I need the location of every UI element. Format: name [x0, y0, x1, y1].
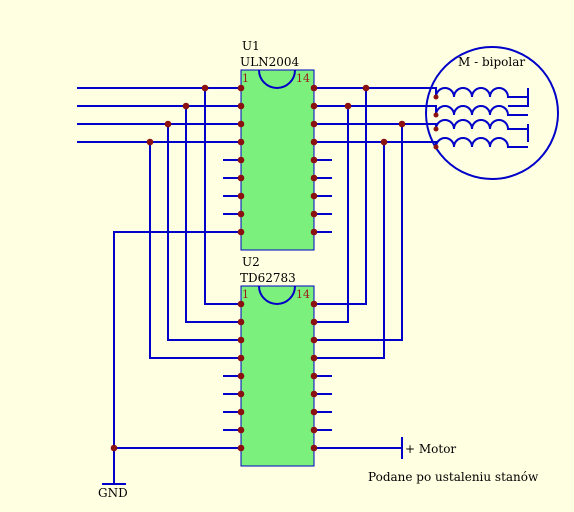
- coil-2: [435, 105, 528, 116]
- coil-1: [435, 87, 528, 98]
- gnd-label: GND: [98, 486, 128, 500]
- u1-pin-1-label: 1: [242, 72, 249, 85]
- coil-3: [435, 119, 528, 130]
- motor-bipolar: [425, 46, 559, 180]
- wire-in3-u2: [167, 123, 242, 341]
- coil-4: [435, 137, 528, 148]
- wire-u2-out3: [313, 123, 403, 341]
- wire-u2-out4: [313, 141, 385, 359]
- chip-u2-notch: [258, 285, 296, 305]
- wire-in2-u2: [185, 105, 242, 323]
- chip-u1-body: [240, 69, 315, 251]
- u1-part-label: ULN2004: [240, 55, 299, 69]
- coil-a-return: [508, 97, 529, 107]
- wire-in4-u2: [149, 141, 242, 359]
- wire-u2-out1: [313, 87, 367, 305]
- chip-u1-notch: [258, 69, 296, 89]
- note-text: Podane po ustaleniu stanów: [368, 470, 539, 484]
- wires: [77, 87, 437, 485]
- motor-circle: [425, 46, 559, 180]
- u2-part-label: TD62783: [240, 271, 296, 285]
- u1-pin-14-label: 14: [296, 72, 310, 85]
- chip-u2-body: [240, 285, 315, 467]
- u2-pin-1-label: 1: [242, 288, 249, 301]
- supply-label: + Motor: [405, 442, 456, 456]
- u1-ref-label: U1: [242, 39, 260, 53]
- motor-label: M - bipolar: [458, 55, 525, 69]
- wire-u1-gnd: [113, 231, 242, 485]
- connection-nodes: [110, 84, 439, 452]
- wire-in1-u2: [204, 87, 242, 305]
- u2-pin-14-label: 14: [296, 288, 310, 301]
- wire-u2-out2: [313, 105, 349, 323]
- u2-ref-label: U2: [242, 255, 260, 269]
